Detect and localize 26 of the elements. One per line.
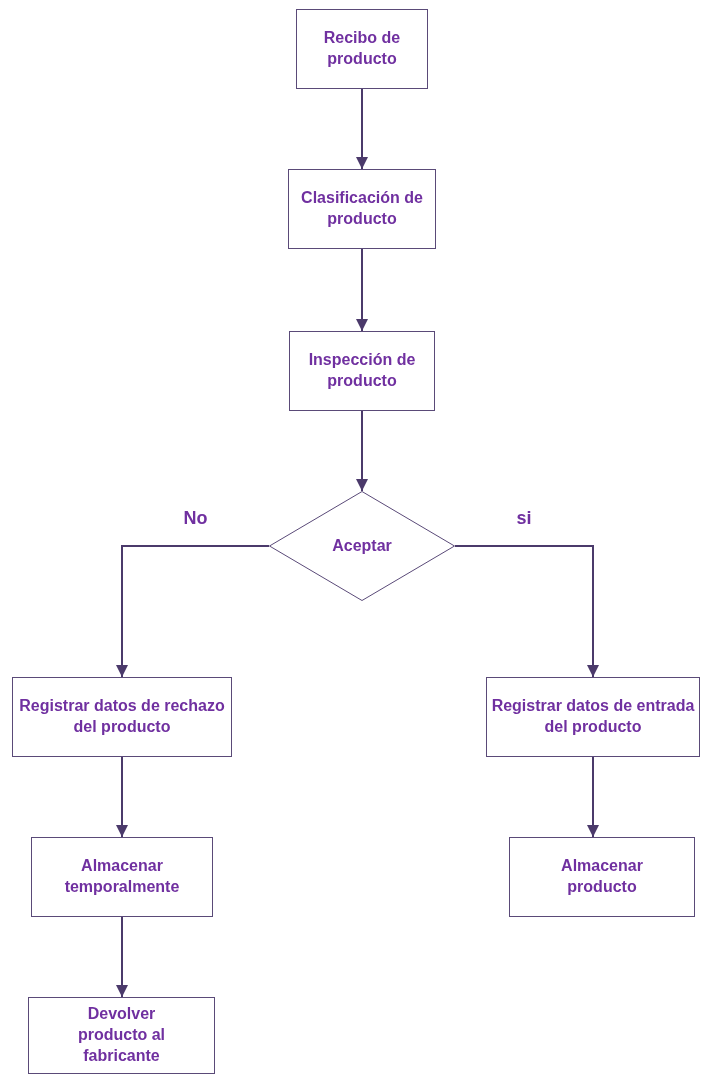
node-label: Registrar datos de rechazo del producto bbox=[18, 696, 226, 737]
arrow bbox=[587, 756, 599, 838]
process-box bbox=[28, 997, 215, 1074]
node-label: Recibo de producto bbox=[322, 28, 402, 69]
node-label: Devolver producto al fabricante bbox=[76, 1004, 167, 1066]
process-box bbox=[296, 9, 428, 89]
arrow bbox=[356, 88, 368, 170]
arrow bbox=[116, 545, 270, 678]
process-box bbox=[509, 837, 695, 917]
arrow bbox=[356, 410, 368, 492]
process-box bbox=[31, 837, 213, 917]
node-label: Almacenar producto bbox=[560, 856, 644, 897]
process-box bbox=[12, 677, 232, 757]
process-box bbox=[486, 677, 700, 757]
arrow bbox=[356, 248, 368, 332]
process-box bbox=[289, 331, 435, 411]
node-label: Inspección de producto bbox=[307, 350, 417, 391]
process-box bbox=[288, 169, 436, 249]
arrow bbox=[116, 916, 128, 998]
node-label: Aceptar bbox=[332, 535, 392, 556]
arrow bbox=[454, 545, 599, 678]
node-label: Almacenar temporalmente bbox=[63, 856, 181, 897]
node-label: Registrar datos de entrada del producto bbox=[491, 696, 695, 737]
decision-diamond bbox=[269, 491, 455, 601]
node-label: Clasificación de producto bbox=[300, 188, 424, 229]
arrow bbox=[116, 756, 128, 838]
